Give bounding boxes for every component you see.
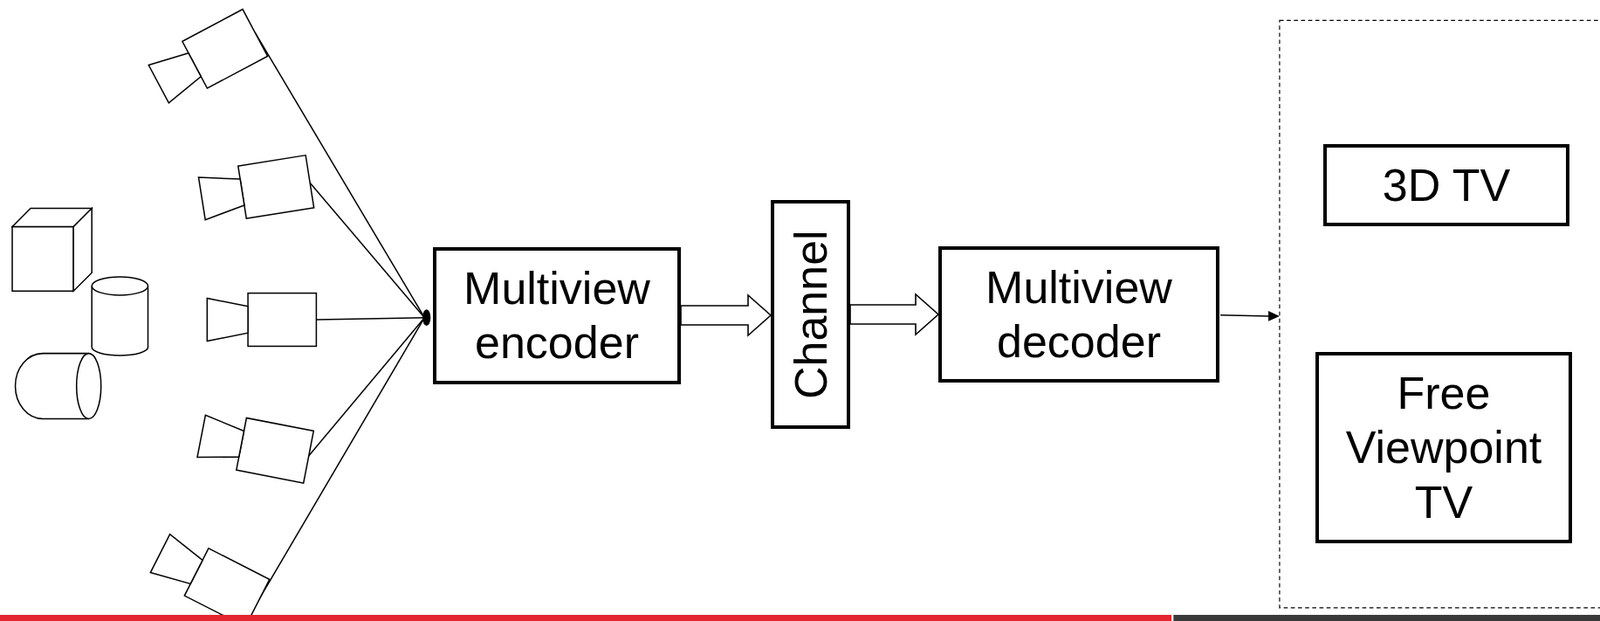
camera-body <box>247 293 316 347</box>
display-box: Free Viewpoint TV <box>1315 351 1573 543</box>
cube-front <box>12 226 74 292</box>
cylinder-body <box>91 285 148 356</box>
camera-lens <box>199 171 247 220</box>
camera-line <box>308 317 425 457</box>
camera-symbol <box>206 293 316 347</box>
scene-objects <box>12 208 148 419</box>
block-arrow <box>680 295 771 336</box>
camera-symbol <box>148 529 270 621</box>
cameras <box>146 9 317 621</box>
node-label: 3D TV <box>1382 157 1511 213</box>
camera-lens <box>206 297 248 341</box>
cube-side <box>73 208 92 292</box>
camera-symbol <box>146 9 268 108</box>
display-box: 3D TV <box>1323 144 1570 227</box>
camera-line <box>315 317 425 320</box>
camera-lens <box>148 46 205 104</box>
camera-body <box>236 417 314 483</box>
node-label: Channel <box>782 229 838 399</box>
footer-bar <box>0 614 1172 621</box>
channel-box: Channel <box>770 199 851 429</box>
camera-symbol <box>196 410 314 484</box>
arrow-head <box>1268 310 1280 322</box>
camera-lens <box>150 534 207 591</box>
display-region <box>1279 20 1600 607</box>
process-box: Multiview decoder <box>938 246 1220 384</box>
camera-lens <box>197 414 246 465</box>
footer-logo-band <box>1173 614 1600 621</box>
node-label: Multiview decoder <box>954 260 1204 370</box>
camera-body <box>238 155 315 219</box>
node-label: Multiview encoder <box>448 260 666 371</box>
cylinder-end <box>76 353 102 419</box>
converge-dot <box>422 309 431 326</box>
output-arrow <box>1220 315 1270 316</box>
process-box: Multiview encoder <box>432 247 681 385</box>
camera-symbol <box>198 155 315 226</box>
camera-line <box>309 181 425 318</box>
cylinder-top <box>91 276 148 296</box>
block-arrow <box>850 294 939 335</box>
node-label: Free Viewpoint TV <box>1331 365 1557 529</box>
